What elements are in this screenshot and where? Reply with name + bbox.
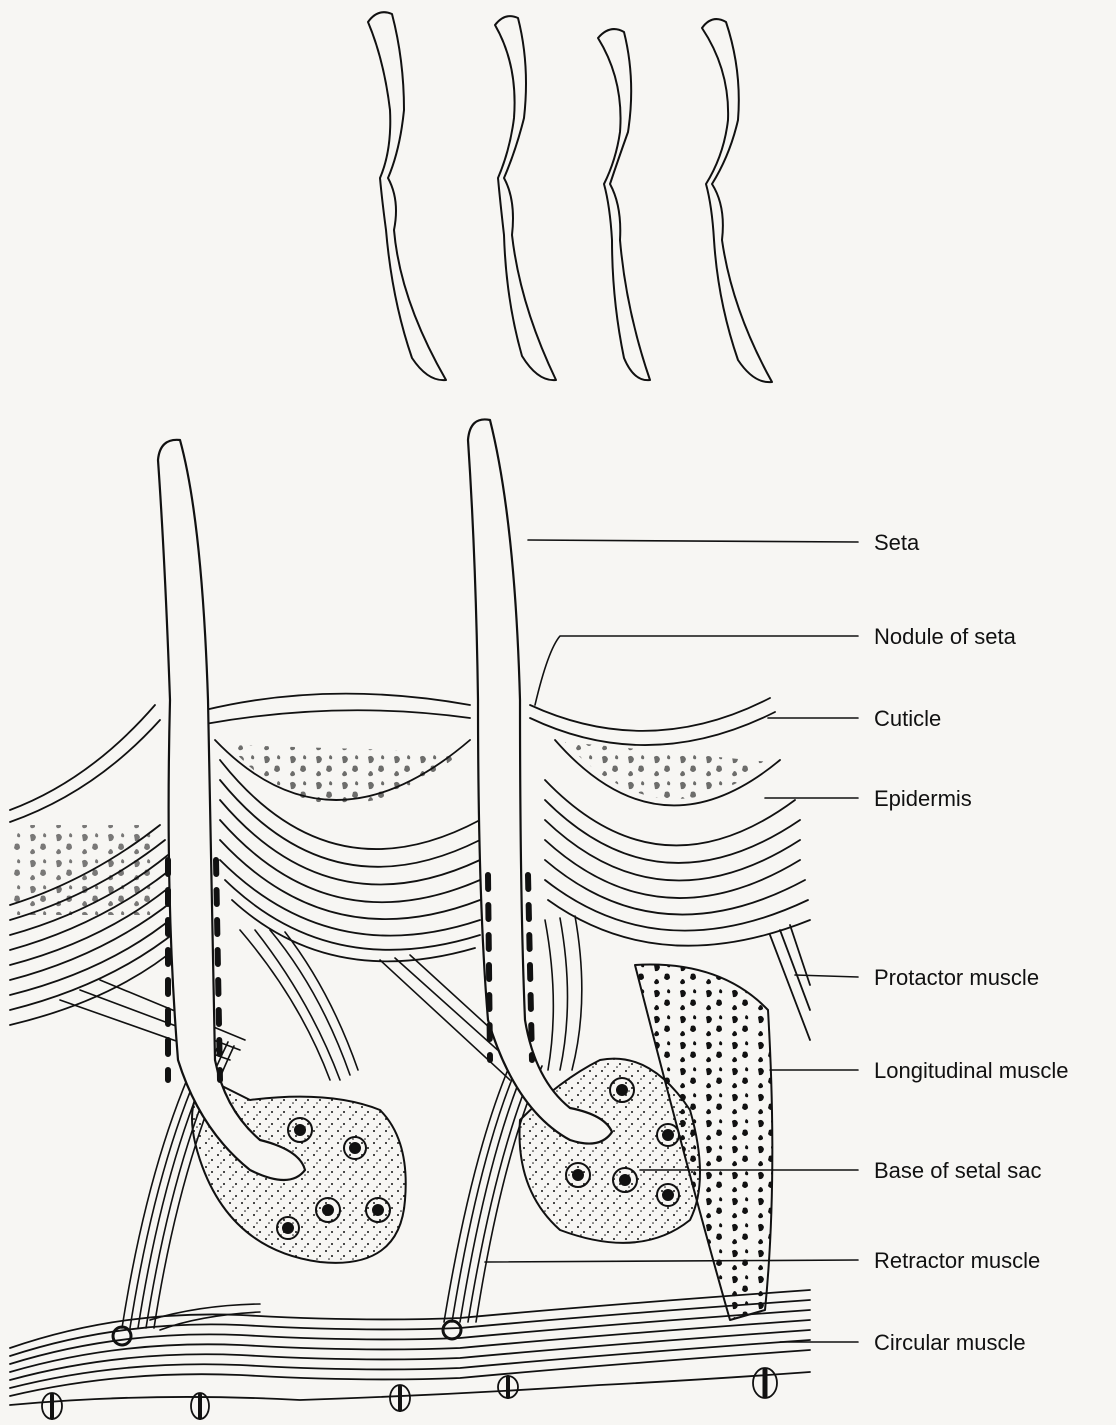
left-seta bbox=[158, 440, 406, 1263]
label-cuticle: Cuticle bbox=[874, 708, 941, 730]
label-seta: Seta bbox=[874, 532, 919, 554]
right-seta bbox=[468, 419, 700, 1242]
label-nodule-of-seta: Nodule of seta bbox=[874, 626, 1016, 648]
label-retractor-muscle: Retractor muscle bbox=[874, 1250, 1040, 1272]
label-longitudinal-muscle: Longitudinal muscle bbox=[874, 1060, 1068, 1082]
label-circular-muscle: Circular muscle bbox=[874, 1332, 1026, 1354]
middle-body-wall bbox=[205, 694, 480, 962]
label-base-of-setal-sac: Base of setal sac bbox=[874, 1160, 1042, 1182]
label-protactor-muscle: Protactor muscle bbox=[874, 967, 1039, 989]
detached-setae bbox=[368, 12, 772, 382]
label-epidermis: Epidermis bbox=[874, 788, 972, 810]
circular-muscle-band bbox=[10, 1290, 810, 1419]
left-body-wall bbox=[10, 705, 180, 1025]
